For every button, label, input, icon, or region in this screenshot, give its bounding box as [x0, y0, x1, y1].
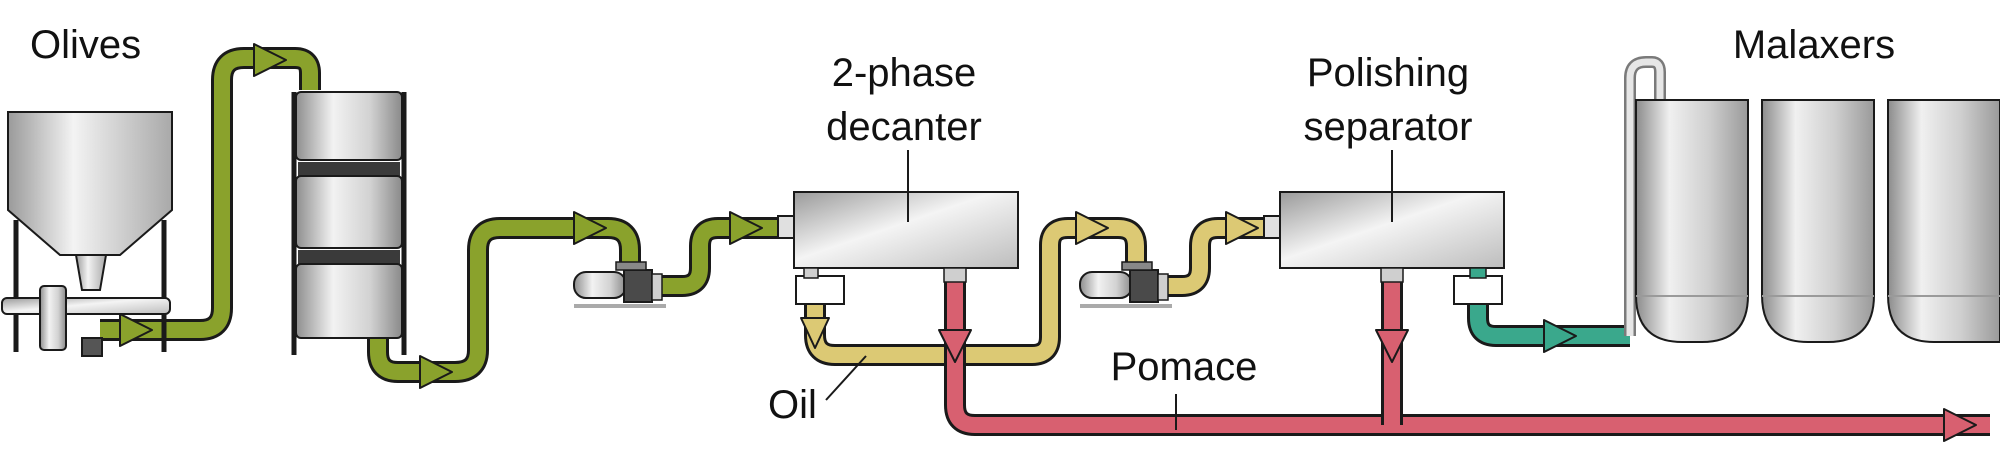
- decanter: [777, 150, 1019, 305]
- flow-arrow-icon: [419, 355, 453, 389]
- flow-arrow-icon: [573, 211, 607, 245]
- olive-paste-pipe-3: [662, 217, 780, 297]
- flow-arrow-icon: [253, 43, 287, 77]
- label-oil: Oil: [768, 383, 817, 427]
- flow-arrow-icon: [1543, 319, 1577, 353]
- pump-1: [573, 261, 666, 308]
- malaxer-tank-1: [1635, 99, 1749, 343]
- oil-label-leader: [825, 355, 867, 401]
- label-separator-line2: separator: [1304, 105, 1473, 149]
- label-olives: Olives: [30, 23, 141, 67]
- label-separator-line1: Polishing: [1307, 51, 1469, 95]
- oil-pipe-2: [1168, 217, 1265, 297]
- flow-arrows: [119, 43, 1977, 442]
- mill-column: [291, 91, 407, 355]
- pump-2: [1079, 261, 1172, 308]
- flow-arrow-icon: [1375, 329, 1409, 363]
- label-decanter-line2: decanter: [826, 105, 982, 149]
- olive-paste-pipes: [100, 47, 780, 383]
- flow-arrow-icon: [800, 317, 830, 349]
- flow-arrow-icon: [729, 211, 763, 245]
- return-pipe: [1624, 56, 1666, 336]
- oil-pipes: [804, 217, 1265, 366]
- label-decanter-line1: 2-phase: [832, 51, 977, 95]
- malaxer-tanks: [1635, 99, 2000, 343]
- label-malaxers: Malaxers: [1733, 23, 1895, 67]
- flow-arrow-icon: [1075, 211, 1109, 245]
- polished-oil-pipe: [1467, 300, 1630, 347]
- flow-arrow-icon: [938, 329, 972, 363]
- label-pomace: Pomace: [1111, 345, 1258, 389]
- labels: Olives 2-phase decanter Polishing separa…: [30, 23, 1895, 430]
- olive-paste-pipe-2: [367, 217, 641, 383]
- flow-arrow-icon: [1943, 408, 1977, 442]
- malaxer-tank-2: [1761, 99, 1875, 343]
- flow-arrow-icon: [119, 313, 153, 347]
- polishing-separator: [1263, 150, 1505, 305]
- olive-hopper: [1, 111, 173, 357]
- malaxer-tank-3: [1887, 99, 2000, 343]
- flow-arrow-icon: [1225, 211, 1259, 245]
